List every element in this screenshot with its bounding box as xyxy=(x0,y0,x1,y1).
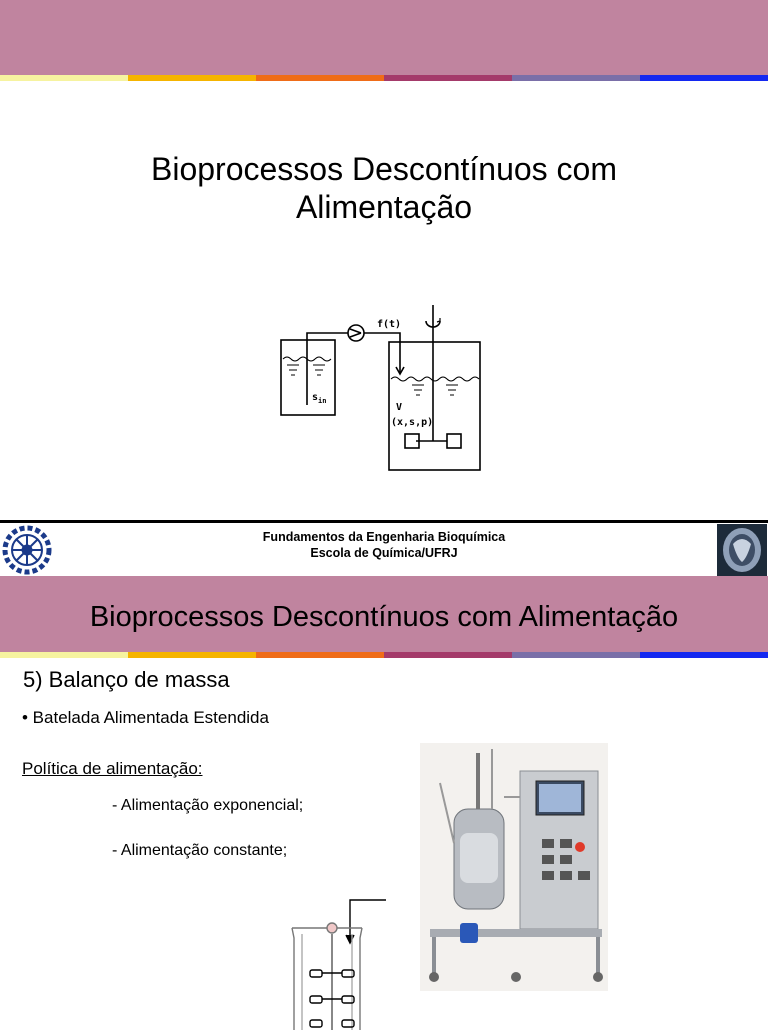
slide-title-line2: Alimentação xyxy=(295,189,473,225)
flow-label: f(t) xyxy=(377,319,401,330)
color-stripe xyxy=(0,75,768,81)
impeller-left xyxy=(404,433,420,449)
policy-label: Política de alimentação: xyxy=(22,759,203,778)
rotation-icon xyxy=(425,320,441,328)
impeller-right xyxy=(446,433,462,449)
fed-batch-diagram: f(t) sin V (x,s,p) xyxy=(280,305,481,471)
header-banner-2 xyxy=(0,576,768,652)
feed-pipe xyxy=(306,332,348,405)
reactor-surface xyxy=(390,376,480,382)
slide2-title: Bioprocessos Descontínuos com Alimentaçã… xyxy=(89,601,679,633)
bullet-item: • Batelada Alimentada Estendida xyxy=(22,708,269,727)
feed-label: sin xyxy=(312,392,326,405)
volume-label: V xyxy=(396,402,402,413)
bioreactor-vessel xyxy=(388,341,481,471)
bioreactor-photo xyxy=(420,743,608,991)
eq-logo xyxy=(2,525,52,575)
section-heading: 5) Balanço de massa xyxy=(23,667,230,692)
feed-tank xyxy=(280,339,336,416)
footer-course-title: Fundamentos da Engenharia Bioquímica xyxy=(262,530,506,544)
ufrj-logo xyxy=(717,524,767,576)
motor-icon xyxy=(326,922,338,934)
feed-arrow-line xyxy=(349,899,386,942)
header-banner xyxy=(0,0,768,75)
policy-item-exponential: - Alimentação exponencial; xyxy=(112,797,304,814)
reactor-sketch xyxy=(291,899,386,1030)
pump-icon xyxy=(347,324,365,342)
state-label: (x,s,p) xyxy=(391,417,433,428)
color-stripe-2 xyxy=(0,652,768,658)
footer-separator xyxy=(0,520,768,523)
slide-title: Bioprocessos Descontínuos com Alimentaçã… xyxy=(0,150,768,226)
slide-title-line1: Bioprocessos Descontínuos com xyxy=(151,151,617,187)
policy-item-constant: - Alimentação constante; xyxy=(112,842,288,859)
feed-subscript: in xyxy=(318,397,326,405)
footer-institution: Escola de Química/UFRJ xyxy=(310,546,458,560)
feed-pipe-2 xyxy=(364,332,401,373)
